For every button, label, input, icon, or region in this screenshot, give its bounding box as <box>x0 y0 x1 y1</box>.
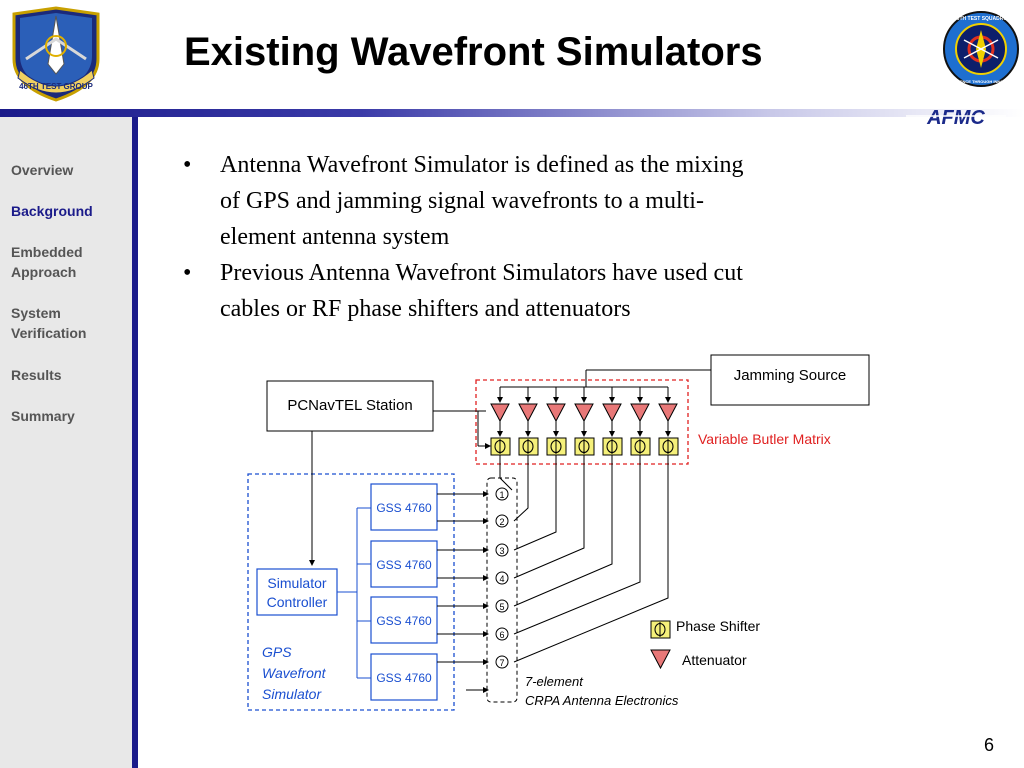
antenna-element <box>495 543 509 557</box>
antenna-element <box>495 571 509 585</box>
attenuator-row <box>490 403 678 423</box>
legend-phase-shifter-label: Phase Shifter <box>676 618 760 634</box>
svg-text:1: 1 <box>499 490 504 500</box>
svg-text:2: 2 <box>499 517 504 527</box>
legend-phase-shifter: Phase Shifter <box>650 618 760 639</box>
logo-right-text-bottom: EXCELLENCE THROUGH INNOVATION <box>944 79 1018 84</box>
attenuator-icon <box>630 403 650 423</box>
antenna-element-box <box>486 477 518 703</box>
gss-label: GSS 4760 <box>376 501 432 515</box>
logo-left-text: 46TH TEST GROUP <box>19 82 93 91</box>
sidebar-rule <box>132 117 138 768</box>
gss-box <box>370 540 438 588</box>
antenna-label-1: 7-element <box>525 674 584 689</box>
gss-label: GSS 4760 <box>376 671 432 685</box>
bullet-item: • Previous Antenna Wavefront Simulators … <box>183 255 913 327</box>
bullet-marker: • <box>183 152 192 178</box>
test-squadron-patch-logo: 746TH TEST SQUADRON EXCELLENCE THROUGH I… <box>943 11 1019 87</box>
butler-matrix-label: Variable Butler Matrix <box>698 431 831 447</box>
sidebar-item-label: Background <box>11 203 93 219</box>
sidebar-item-label: Approach <box>11 264 77 280</box>
sidebar-item-system-verification[interactable]: System Verification <box>11 303 123 343</box>
attenuator-icon <box>658 403 678 423</box>
jamming-feed-arrows <box>497 387 671 403</box>
attenuator-icon <box>546 403 566 423</box>
phase-shifter-icon <box>602 437 623 456</box>
sidebar-item-summary[interactable]: Summary <box>11 406 123 426</box>
gss-box <box>370 483 438 531</box>
phase-shifter-icon <box>658 437 679 456</box>
svg-text:4: 4 <box>499 574 504 584</box>
jamming-source-box <box>710 354 870 406</box>
phase-shifter-icon <box>490 437 511 456</box>
antenna-element <box>495 487 509 501</box>
page-title: Existing Wavefront Simulators <box>184 30 763 74</box>
antenna-element <box>495 627 509 641</box>
afmc-logo: AFMC <box>906 107 1006 128</box>
test-group-shield-logo: 46TH TEST GROUP <box>12 6 100 102</box>
attenuator-icon <box>574 403 594 423</box>
wavefront-simulator-diagram: Jamming Source PCNavTEL Station Variable… <box>247 354 870 711</box>
header-rule <box>0 109 1024 117</box>
pcnavtel-label: PCNavTEL Station <box>287 397 412 414</box>
gss-box <box>370 596 438 644</box>
phase-shifter-row <box>490 437 679 456</box>
antenna-label-2: CRPA Antenna Electronics <box>525 693 679 708</box>
svg-text:3: 3 <box>499 546 504 556</box>
sidebar-item-results[interactable]: Results <box>11 365 123 385</box>
sidebar-item-label: Verification <box>11 325 87 341</box>
bullet-item: • Antenna Wavefront Simulator is defined… <box>183 147 913 255</box>
page-number: 6 <box>984 735 995 755</box>
afmc-text: AFMC <box>926 107 985 128</box>
attenuator-icon <box>518 403 538 423</box>
sidebar-item-background[interactable]: Background <box>11 201 123 221</box>
attenuator-icon <box>602 403 622 423</box>
gss-label: GSS 4760 <box>376 558 432 572</box>
gps-simulator-box <box>247 473 455 711</box>
simulator-controller-box <box>256 568 338 616</box>
butler-matrix-box <box>475 379 689 465</box>
gss-label: GSS 4760 <box>376 614 432 628</box>
legend-attenuator-label: Attenuator <box>682 652 747 668</box>
sidebar-item-embedded-approach[interactable]: Embedded Approach <box>11 242 123 282</box>
sidebar-item-overview[interactable]: Overview <box>11 160 123 180</box>
svg-text:6: 6 <box>499 630 504 640</box>
sidebar-item-label: System <box>11 305 61 321</box>
simulator-controller-label-2: Controller <box>267 594 328 610</box>
gps-simulator-label-1: GPS <box>262 644 292 660</box>
svg-text:7: 7 <box>499 658 504 668</box>
gps-simulator-label-3: Simulator <box>262 686 322 702</box>
bullet-marker: • <box>183 260 192 286</box>
gps-simulator-label-2: Wavefront <box>262 665 327 681</box>
attenuator-icon <box>650 649 671 670</box>
phase-shifter-icon <box>518 437 539 456</box>
pcnavtel-box <box>266 380 434 432</box>
sidebar-item-label: Summary <box>11 408 75 424</box>
legend-attenuator: Attenuator <box>650 649 747 670</box>
logo-right-text-top: 746TH TEST SQUADRON <box>951 16 1011 22</box>
simulator-controller-label-1: Simulator <box>267 575 326 591</box>
sidebar-item-label: Overview <box>11 162 74 178</box>
gss-box <box>370 653 438 701</box>
antenna-element <box>495 514 509 528</box>
sidebar-item-label: Embedded <box>11 244 83 260</box>
antenna-element <box>495 599 509 613</box>
phase-shifter-icon <box>630 437 651 456</box>
svg-text:5: 5 <box>499 602 504 612</box>
bullet-list: • Antenna Wavefront Simulator is defined… <box>183 147 913 327</box>
attenuator-icon <box>490 403 510 423</box>
antenna-elements: 1 2 3 4 5 6 7 <box>495 487 509 669</box>
antenna-element <box>495 655 509 669</box>
phase-shifter-icon <box>574 437 595 456</box>
sidebar <box>0 117 132 768</box>
phase-shifter-icon <box>546 437 567 456</box>
sidebar-item-label: Results <box>11 367 62 383</box>
jamming-source-label: Jamming Source <box>734 367 847 384</box>
